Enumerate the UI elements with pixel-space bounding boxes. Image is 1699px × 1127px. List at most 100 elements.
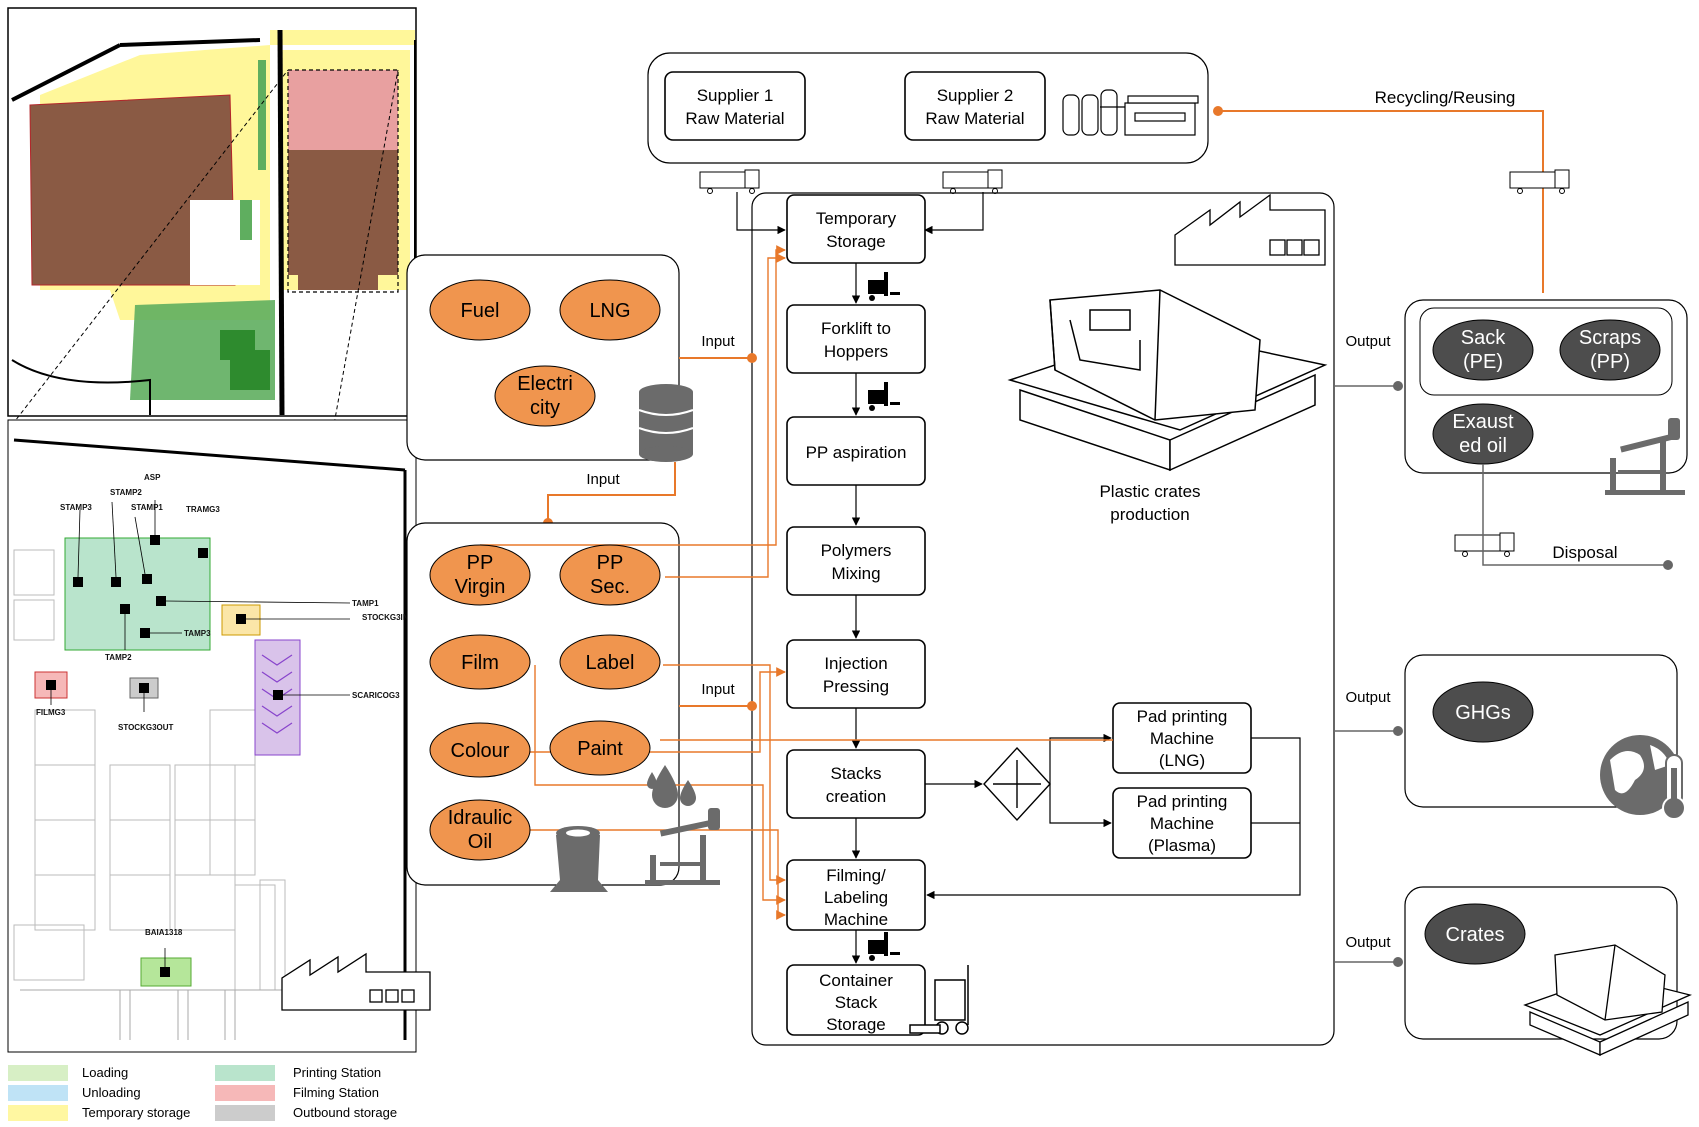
input-colour[interactable]: Colour: [429, 722, 531, 778]
paint-label: Paint: [577, 738, 623, 760]
electricity-line1: Electri: [517, 373, 573, 395]
truck-icon: [1454, 532, 1515, 557]
energy-input-connector: Input: [679, 333, 757, 363]
globe-thermometer-icon: [1600, 735, 1686, 820]
db-input-label: Input: [586, 471, 620, 488]
filming-line1: Filming/: [826, 866, 886, 885]
sack-line2: (PE): [1463, 351, 1503, 373]
input-lng[interactable]: LNG: [559, 279, 661, 341]
supplier-2-line2: Raw Material: [925, 109, 1024, 128]
zoom-line-left: [7, 69, 289, 431]
db-to-materials-connector: Input: [543, 462, 676, 528]
process-pad-printing-lng[interactable]: Pad printing Machine (LNG): [1112, 702, 1252, 774]
legend-loading: Loading: [82, 1065, 128, 1080]
plan-label-stockg3in: STOCKG3IN: [362, 613, 409, 622]
legend-unloading: Unloading: [82, 1085, 141, 1100]
process-polymers-mixing[interactable]: Polymers Mixing: [786, 526, 926, 596]
pp-virgin-line2: Virgin: [455, 576, 506, 598]
process-forklift-to-hoppers[interactable]: Forklift to Hoppers: [786, 304, 926, 374]
process-pad-printing-plasma[interactable]: Pad printing Machine (Plasma): [1112, 787, 1252, 859]
output-exhausted-oil[interactable]: Exaust ed oil: [1432, 403, 1534, 465]
plan-label-scaricog3: SCARICOG3: [352, 691, 400, 700]
plan-label-filmg3: FILMG3: [36, 708, 66, 717]
plan-label-stamp3: STAMP3: [60, 503, 92, 512]
output-label-waste: Output: [1345, 333, 1391, 350]
pad-plasma-line3: (Plasma): [1148, 836, 1216, 855]
process-injection-pressing[interactable]: Injection Pressing: [786, 639, 926, 709]
truck-icon: [699, 169, 760, 194]
factory-icon: [1174, 193, 1326, 266]
legend-temporary-storage: Temporary storage: [82, 1105, 190, 1120]
pp-virgin-line1: PP: [467, 552, 494, 574]
supplier-2-line1: Supplier 2: [937, 86, 1014, 105]
injection-line2: Pressing: [823, 677, 889, 696]
lng-label: LNG: [589, 300, 630, 322]
input-electricity[interactable]: Electri city: [494, 365, 596, 427]
temp-storage-line2: Storage: [826, 232, 886, 251]
process-pp-aspiration[interactable]: PP aspiration: [786, 416, 926, 486]
pad-lng-line2: Machine: [1150, 729, 1214, 748]
plan-label-stockg3out: STOCKG3OUT: [118, 723, 174, 732]
input-fuel[interactable]: Fuel: [429, 279, 531, 341]
supplier-1-box[interactable]: Supplier 1 Raw Material: [664, 71, 806, 141]
hydraulic-oil-line2: Oil: [468, 831, 492, 853]
process-filming-labeling[interactable]: Filming/ Labeling Machine: [786, 859, 926, 931]
forklift-line1: Forklift to: [821, 319, 891, 338]
plan-label-asp: ASP: [144, 473, 161, 482]
container-line1: Container: [819, 971, 893, 990]
plan-label-baia: BAIA1318: [145, 928, 183, 937]
output-crates[interactable]: Crates: [1424, 903, 1526, 965]
output-sack-pe[interactable]: Sack (PE): [1432, 319, 1534, 381]
input-label[interactable]: Label: [559, 634, 661, 690]
process-temporary-storage[interactable]: Temporary Storage: [786, 194, 926, 264]
sack-line1: Sack: [1461, 327, 1506, 349]
container-line2: Stack: [835, 993, 878, 1012]
legend-outbound-storage: Outbound storage: [293, 1105, 397, 1120]
output-scraps-pp[interactable]: Scraps (PP): [1559, 319, 1661, 381]
input-paint[interactable]: Paint: [549, 720, 651, 776]
forklift-icon: [868, 932, 900, 961]
oil-line2: ed oil: [1459, 435, 1507, 457]
pad-lng-line1: Pad printing: [1137, 707, 1228, 726]
truck-icon: [942, 169, 1003, 194]
input-film[interactable]: Film: [429, 634, 531, 690]
supplier-2-box[interactable]: Supplier 2 Raw Material: [904, 71, 1046, 141]
factory-icon: [281, 952, 431, 1011]
pad-lng-line3: (LNG): [1159, 751, 1205, 770]
production-caption-line1: Plastic crates: [1099, 482, 1200, 501]
process-stacks-creation[interactable]: Stacks creation: [786, 749, 926, 819]
output-ghgs[interactable]: GHGs: [1432, 681, 1534, 743]
pp-sec-line2: Sec.: [590, 576, 630, 598]
supplier-1-line1: Supplier 1: [697, 86, 774, 105]
legend-printing-station: Printing Station: [293, 1065, 381, 1080]
aspiration-label: PP aspiration: [806, 443, 907, 462]
process-container-stack-storage[interactable]: Container Stack Storage: [786, 964, 926, 1036]
water-drops-icon: [647, 765, 696, 808]
fuel-label: Fuel: [461, 300, 500, 322]
zoom-line-right: [332, 69, 399, 431]
material-inputs-box: [406, 522, 680, 886]
input-hydraulic-oil[interactable]: Idraulic Oil: [429, 799, 531, 861]
recycling-label: Recycling/Reusing: [1375, 88, 1516, 107]
output-label-crates: Output: [1345, 934, 1391, 951]
input-pp-virgin[interactable]: PP Virgin: [429, 544, 531, 606]
split-decision-diamond: [983, 746, 1051, 822]
pp-sec-line1: PP: [597, 552, 624, 574]
plan-label-stamp1: STAMP1: [131, 503, 163, 512]
input-pp-secondary[interactable]: PP Sec.: [559, 544, 661, 606]
map-legend: Loading Unloading Temporary storage Prin…: [8, 1065, 397, 1121]
production-container: [751, 192, 1335, 1046]
crate-illustration-icon: [1007, 289, 1328, 472]
filming-line2: Labeling: [824, 888, 888, 907]
energy-input-label: Input: [701, 333, 735, 350]
tree-stump-icon: [550, 826, 608, 892]
silo-plant-icon: [1062, 89, 1199, 136]
legend-filming-station: Filming Station: [293, 1085, 379, 1100]
disposal-line: Disposal: [1482, 464, 1673, 570]
filming-line3: Machine: [824, 910, 888, 929]
scraps-line1: Scraps: [1579, 327, 1641, 349]
colour-label: Colour: [451, 740, 510, 762]
electricity-line2: city: [530, 397, 560, 419]
film-label: Film: [461, 652, 499, 674]
